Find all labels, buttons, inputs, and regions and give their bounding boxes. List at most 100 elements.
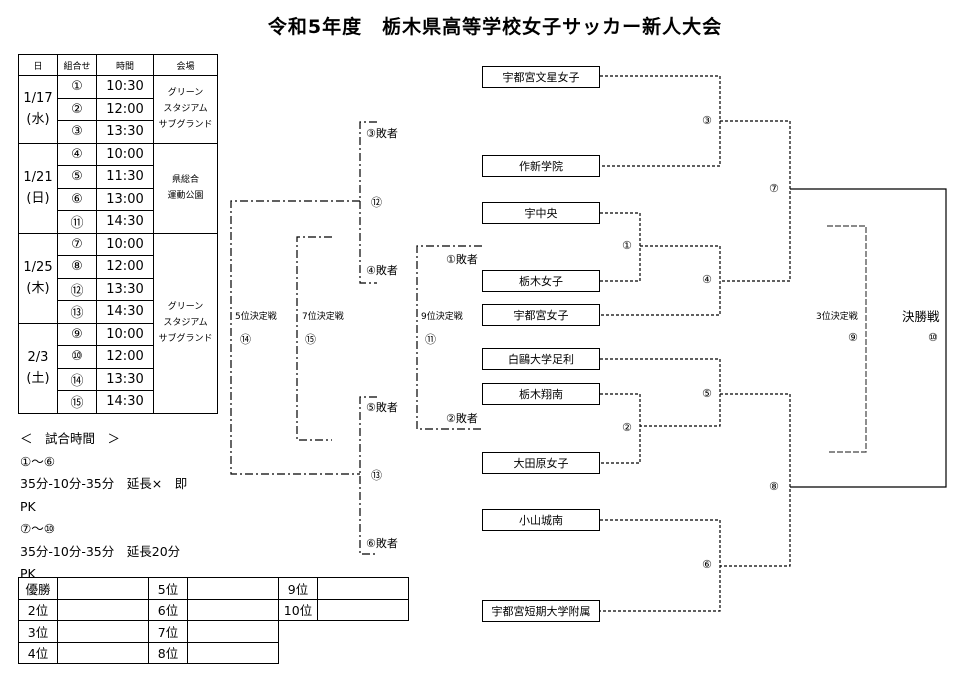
date-cell: 1/25(木) [18,232,58,324]
weekday-text: (水) [26,112,50,128]
notes-range-b: ⑦～⑩ [20,521,55,536]
team-box: 宇都宮文星女子 [482,66,600,88]
table-row: 1/17(水) ① 10:30 グリーンスタジアムサブグランド [18,75,218,144]
table-row: ⑤ 11:30 [19,165,218,189]
page-title: 令和5年度 栃木県高等学校女子サッカー新人大会 [267,16,723,38]
venue-line: サブグランド [158,334,213,344]
time-cell: 14:30 [96,210,154,234]
ninth-place-label: 9位決定戦 [421,312,463,322]
team-box: 栃木女子 [482,270,600,292]
date-cell: 1/17 (水) [18,75,58,144]
time-cell: 14:30 [96,390,154,414]
rank-blank[interactable] [187,641,279,664]
match-number: ⑫ [371,196,382,209]
match-number: ⑦ [769,182,779,195]
schedule-header-row: 日 組合せ 時間 会場 [18,54,218,76]
venue-line: グリーン [167,88,204,99]
rank-label: 4位 [18,641,58,664]
loser-label: ⑤敗者 [366,401,398,414]
match14-line [230,200,360,475]
table-row: ⑥ 13:00 [19,187,218,211]
rank-label: 優勝 [18,577,58,600]
weekday-text: (木) [26,281,50,296]
notes-rule-a-cont: PK [20,498,36,514]
third-place-label: 3位決定戦 [816,312,858,322]
match8-line [720,393,791,567]
match-time-notes: ＜ 試合時間 ＞ ①～⑥ 35分-10分-35分 延長× 即 PK ⑦～⑩ 35… [20,428,220,586]
loser-label: ①敗者 [446,253,478,266]
date-cell: 1/21(日) [18,142,58,234]
team-box: 小山城南 [482,509,600,531]
final-line [790,188,947,488]
match15-line [296,236,332,441]
match-number: ⑤ [702,387,712,400]
loser-label: ③敗者 [366,127,398,140]
table-row: 1/25(木) ⑦ 10:00 グリーンスタジアムサブグランド [18,232,218,414]
match7-line [720,120,791,282]
table-row: ⑮ 14:30 [19,390,218,414]
time-cell: 13:00 [96,187,154,211]
date-text: 1/21 [23,170,53,185]
match-cell: ⑪ [57,210,97,234]
match4-line [600,245,721,316]
venue-cell: グリーンスタジアムサブグランド [153,232,218,414]
team-box: 白鷗大学足利 [482,348,600,370]
match1-line [600,212,641,282]
match12-line [359,121,377,284]
results-table: 優勝 5位 9位 2位 6位 10位 3位 7位 4位 8位 [18,577,409,664]
seventh-place-label: 7位決定戦 [302,312,344,322]
table-row: ③ 13:30 [19,120,218,144]
team-box: 宇都宮女子 [482,304,600,326]
match-number: ④ [702,273,712,286]
table-row: 1/21(日) ④ 10:00 県総合運動公園 [18,142,218,234]
match-number: ⑮ [305,333,316,346]
notes-rule-a: 35分-10分-35分 延長× 即 [20,476,188,491]
table-row: ⑩ 12:00 [19,345,218,369]
header-venue: 会場 [153,54,218,76]
time-cell: 13:30 [96,367,154,391]
rank-blank[interactable] [317,598,409,621]
rank-label: 10位 [278,598,318,621]
venue-cell: グリーンスタジアムサブグランド [153,75,218,144]
match-number: ⑥ [702,558,712,571]
notes-rule-b: 35分-10分-35分 延長20分 [20,543,181,559]
time-cell: 11:30 [96,165,154,189]
final-label: 決勝戦 [902,309,940,324]
venue-line: サブグランド [158,120,213,131]
schedule-table: 日 組合せ 時間 会場 1/17(水) ① 10:30 グリーンスタジアムサブグ… [18,54,218,414]
match-number: ⑭ [240,333,251,346]
fifth-place-label: 5位決定戦 [235,312,277,322]
time-cell: 13:30 [96,120,154,144]
third-place-line [827,225,867,453]
table-row: ② 12:00 [19,97,218,121]
venue-cell: 県総合運動公園 [153,142,218,234]
notes-range-a: ①～⑥ [20,453,55,469]
rank-label: 8位 [148,641,188,664]
time-cell: 10:00 [96,142,154,166]
match-number: ③ [702,114,712,127]
time-cell: 12:00 [96,97,154,121]
team-box: 大田原女子 [482,452,600,474]
notes-heading: ＜ 試合時間 ＞ [20,431,121,446]
table-row: 2位 6位 10位 [18,598,409,621]
weekday-text: (土) [26,371,50,386]
loser-label: ④敗者 [366,264,398,277]
team-box: 宇都宮短期大学附属 [482,600,600,622]
table-row: 4位 8位 [18,641,409,664]
date-text: 1/17 [23,91,53,107]
match5-line [600,358,721,427]
date-text: 2/3 [27,350,49,365]
match13-line [359,396,377,555]
venue-line: スタジアム [163,104,208,115]
match-number: ⑨ [848,331,858,344]
table-row: 2/3(土) ⑨ 10:00 [18,322,218,414]
match-number: ① [622,239,632,252]
table-row: ⑪ 14:30 [19,210,218,234]
match2-line [600,393,641,464]
match-number: ⑬ [371,469,382,482]
venue-line: 県総合 [171,175,199,185]
match-number: ⑪ [425,333,436,346]
loser-label: ⑥敗者 [366,537,398,550]
third-place-lines [827,225,867,453]
